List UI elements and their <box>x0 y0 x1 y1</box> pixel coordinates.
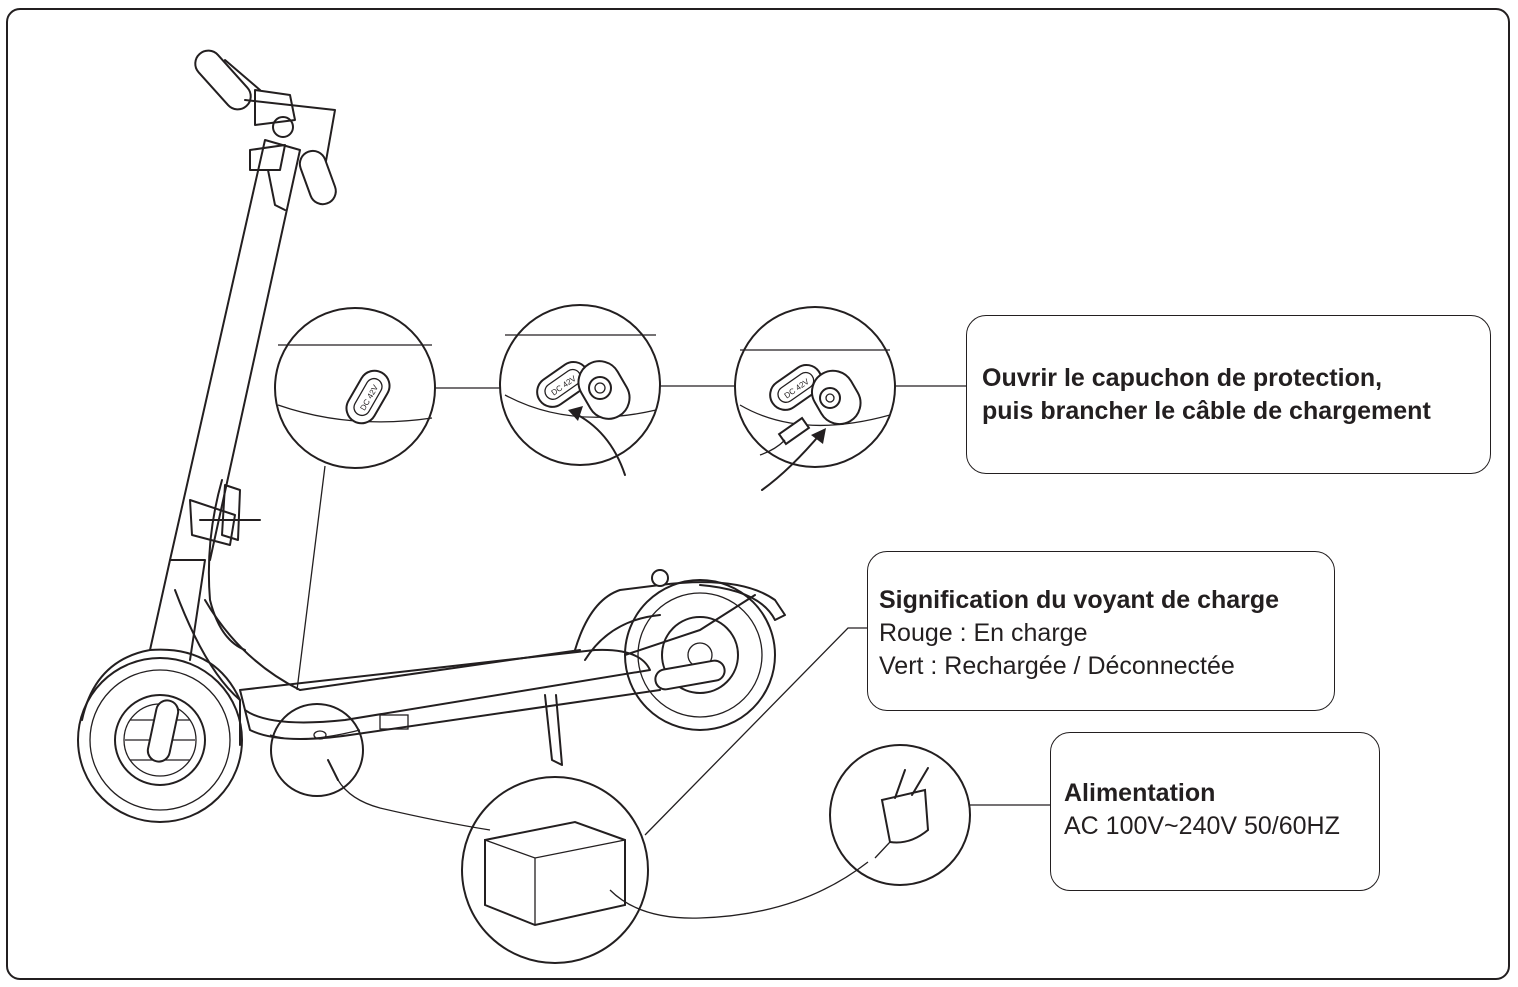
diagram-frame <box>6 8 1510 980</box>
port-cable-plugged-detail: DC 42V <box>734 306 896 491</box>
callout-text-line: puis brancher le câble de chargement <box>982 397 1431 425</box>
charging-instruction-callout: Ouvrir le capuchon de protection, puis b… <box>966 315 1491 474</box>
callout-title: Alimentation <box>1064 779 1216 807</box>
charger-detail <box>269 627 869 964</box>
rear-wheel <box>624 579 776 731</box>
electric-scooter-icon <box>77 49 786 823</box>
callout-text-line: Rouge : En charge <box>879 619 1088 647</box>
callout-text-line: Vert : Rechargée / Déconnectée <box>879 652 1235 680</box>
eu-plug-detail <box>829 744 1052 886</box>
callout-text-line: Ouvrir le capuchon de protection, <box>982 364 1383 392</box>
eu-plug-icon <box>874 767 930 859</box>
port-closed-detail: DC 42V <box>274 307 436 691</box>
callout-title: Signification du voyant de charge <box>879 586 1280 614</box>
charger-brick-icon <box>484 820 626 927</box>
power-supply-callout: Alimentation AC 100V~240V 50/60HZ <box>1050 732 1380 891</box>
charge-indicator-callout: Signification du voyant de charge Rouge … <box>867 551 1335 711</box>
insert-arrow-icon <box>761 431 823 491</box>
port-cap-open-detail: DC 42V <box>499 304 661 476</box>
callout-text-line: AC 100V~240V 50/60HZ <box>1064 812 1340 840</box>
